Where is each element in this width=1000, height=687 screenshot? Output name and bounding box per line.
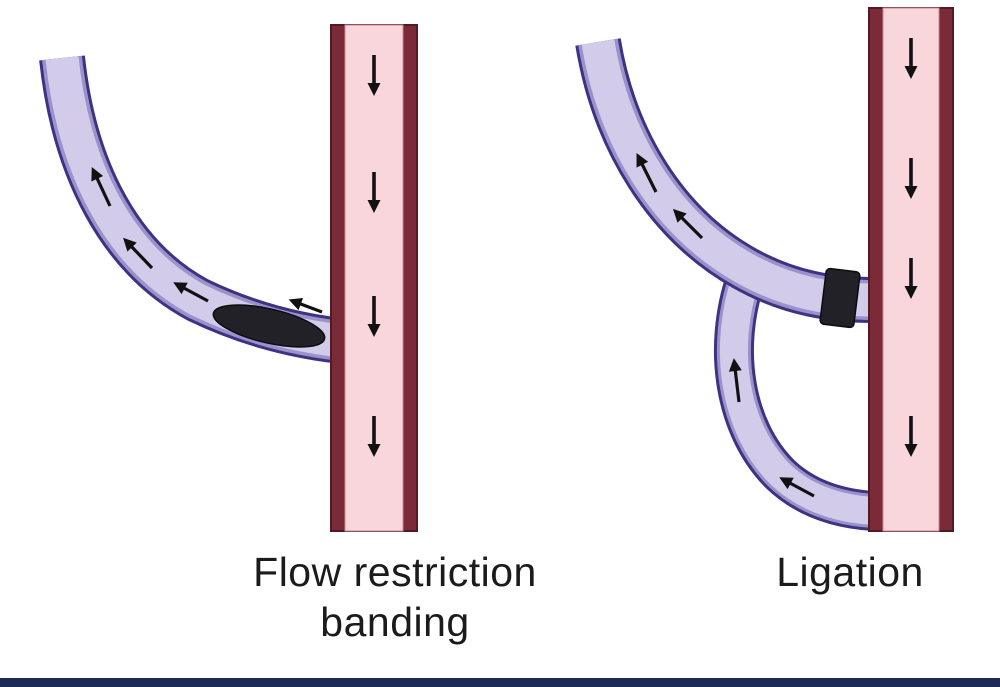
right-vein-flow-arrows: [636, 153, 815, 498]
flow-arrow: [728, 358, 742, 403]
caption-line: Flow restriction: [253, 549, 537, 595]
flow-arrow: [173, 282, 209, 303]
panel-ligation: [575, 7, 954, 532]
flow-arrow: [288, 297, 323, 314]
ligation-clip: [819, 267, 861, 329]
left-vein-flow-arrows: [91, 166, 323, 314]
flow-arrow: [672, 208, 704, 240]
right-lower-vein: [713, 271, 876, 531]
caption-ligation: Ligation: [705, 547, 995, 597]
caption-flow-restriction-banding: Flow restriction banding: [175, 547, 615, 647]
flow-arrow: [779, 477, 815, 498]
flow-arrow: [91, 166, 112, 207]
right-upper-vein-lumen: [581, 39, 875, 317]
panel-flow-restriction-banding: [39, 24, 418, 532]
caption-line: Ligation: [776, 549, 924, 595]
flow-arrow: [636, 153, 658, 193]
flow-arrow: [123, 237, 154, 270]
left-artery-lumen: [344, 24, 404, 532]
banding-ellipse: [212, 304, 326, 348]
bottom-bar: [0, 678, 1000, 687]
caption-line: banding: [320, 599, 470, 645]
left-artery: [330, 24, 418, 532]
right-upper-vein: [575, 38, 875, 323]
right-lower-vein-lumen: [719, 273, 876, 525]
